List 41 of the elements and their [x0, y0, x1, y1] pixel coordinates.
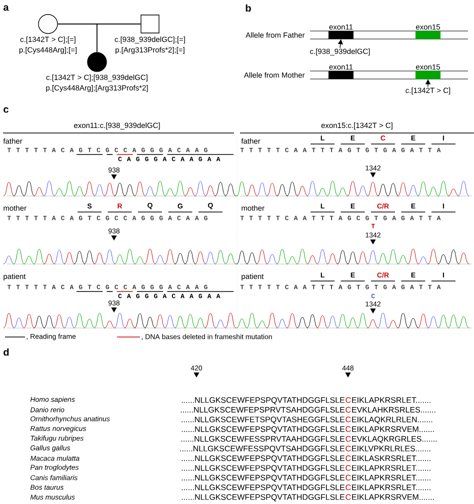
panel-label: d: [4, 348, 9, 356]
protein-sequence: EIKLAPKRSRLET.......: [352, 474, 430, 480]
protein-sequence: ......NLLGKSCEWFEPSPRVTSAHDGGFLSLE: [180, 406, 345, 413]
panel-label: a: [4, 5, 9, 11]
protein-sequence: ......NLLGKSCEWFEPSPQVTATHDGGFLSLE: [182, 494, 345, 502]
protein-sequence: ......NLLGKSCEWFETSPQVTASHEGGFLSLE: [182, 416, 345, 424]
highlighted-residue: C: [346, 416, 351, 422]
highlighted-residue: C: [346, 465, 351, 471]
protein-sequence: EIKLAPKRSRVEM.......: [352, 494, 434, 500]
connector: [96, 24, 141, 52]
highlighted-residue: C: [346, 474, 351, 480]
protein-sequence: ......NLLGKSCEWFEPSPQVTATHDGGFLSLE: [182, 484, 345, 492]
protein-sequence: EVKLAHKRSRLES.......: [352, 406, 436, 413]
protein-sequence: ......NLLGKSCEWFESSPRVTAAHDGGFLSLE: [181, 436, 345, 442]
protein-sequence: EIKLAPKRSRLET.......: [352, 465, 430, 471]
highlighted-residue: C: [346, 484, 351, 490]
highlighted-residue: C: [346, 397, 351, 403]
highlighted-residue: C: [346, 455, 351, 462]
protein-sequence: EIKLASKRSRLET.......: [352, 455, 430, 462]
pedigree-square: [140, 14, 160, 34]
protein-sequence: ......NLLGKSCEWFEPSPQVTATHDGGFLSLE: [182, 465, 345, 472]
protein-sequence: ......NLLGKSCEWFEPSPQVTATHDGGFLSLE: [182, 455, 345, 463]
protein-sequence: ......NLLGKSCEWFEPSPQVTATHDGGFLSLE: [182, 474, 345, 482]
highlighted-residue: C: [346, 446, 351, 452]
protein-sequence: EIKLAPKRSRLET.......: [352, 484, 430, 490]
protein-sequence: EIKLAQKRLRLEN.......: [352, 416, 432, 424]
pedigree-circle: [38, 14, 58, 34]
pedigree-circle: [87, 52, 107, 72]
protein-sequence: EIKLAPKRSRLET.......: [352, 397, 430, 403]
protein-sequence: ......NLLGKSCEWFESSPQVTSAHDGGFLSLE: [180, 446, 345, 453]
highlighted-residue: C: [346, 426, 351, 432]
protein-sequence: EVKLAQKRGRLES.......: [352, 436, 437, 444]
panel-label: c: [4, 107, 8, 113]
highlighted-residue: C: [346, 406, 351, 413]
panel-label: b: [246, 4, 251, 12]
protein-sequence: EIKLVPKRLRLES.......: [352, 446, 430, 452]
highlighted-residue: C: [346, 436, 351, 442]
protein-sequence: EIKLAPKRSRVEM.......: [352, 426, 434, 432]
protein-sequence: ......NLLGKSCEWFEPSPQVTATHDGGFLSLE: [182, 397, 345, 404]
protein-sequence: ......NLLGKSCEWFEPSPQVTATHDGGFLSLE: [182, 426, 345, 434]
highlighted-residue: C: [346, 494, 351, 500]
